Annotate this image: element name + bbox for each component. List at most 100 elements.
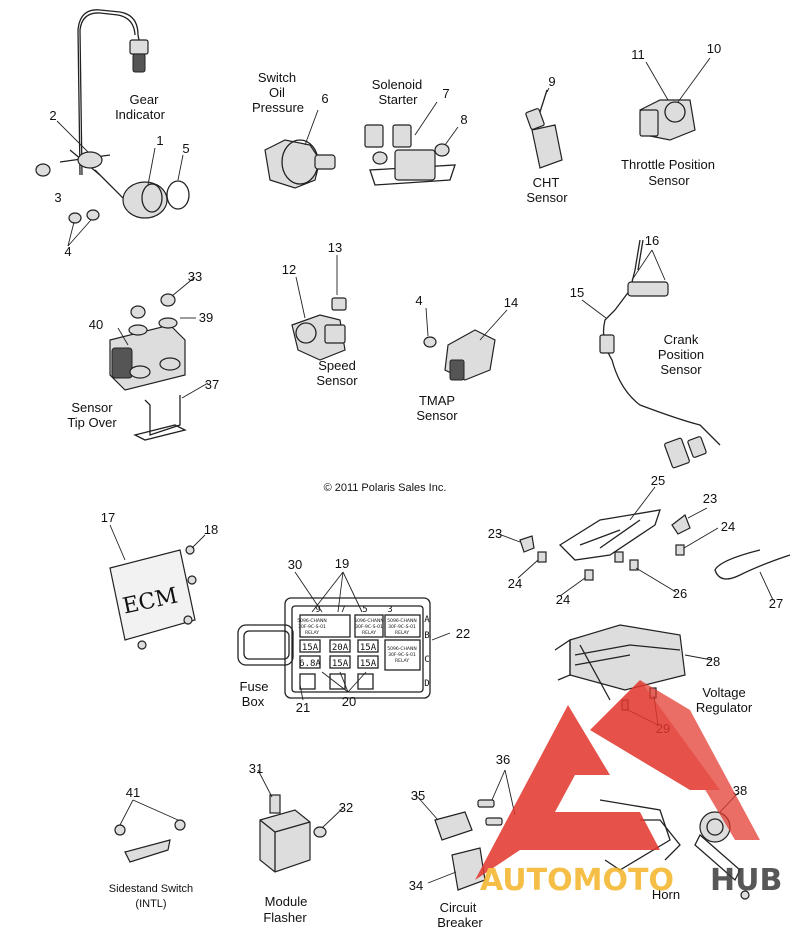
callout-4a: 4 xyxy=(64,244,71,259)
callout-32: 32 xyxy=(339,800,353,815)
label-cht-sensor-1: CHT xyxy=(533,175,560,190)
callout-15: 15 xyxy=(570,285,584,300)
relay-1-line-1: 5096-CHANN xyxy=(297,618,326,624)
solenoid-starter-part xyxy=(364,101,456,186)
callout-18: 18 xyxy=(204,522,218,537)
callout-2: 2 xyxy=(49,108,56,123)
callout-3: 3 xyxy=(54,190,61,205)
label-speed-sensor-2: Sensor xyxy=(316,373,358,388)
callout-34: 34 xyxy=(409,878,423,893)
horn-part xyxy=(599,799,750,900)
relay-2-line-1: 5096-CHANN xyxy=(354,618,383,624)
callout-31: 31 xyxy=(249,761,263,776)
ecm-part: ECM xyxy=(109,545,197,650)
callout-28: 28 xyxy=(706,654,720,669)
speed-sensor-part xyxy=(291,276,347,361)
fuse-row-a: A xyxy=(424,615,430,625)
label-sensor-tip-over-2: Tip Over xyxy=(67,415,117,430)
callout-22: 22 xyxy=(456,626,470,641)
label-crank-position-sensor-2: Position xyxy=(658,347,704,362)
relay-1-line-3: RELAY xyxy=(305,630,319,636)
callout-19: 19 xyxy=(335,556,349,571)
fuse-1: 15A xyxy=(302,643,319,653)
label-sidestand-switch-1: Sidestand Switch xyxy=(109,883,193,895)
label-cht-sensor-2: Sensor xyxy=(526,190,568,205)
part-labels: Gear Indicator Switch Oil Pressure Solen… xyxy=(67,70,753,930)
watermark-word-2: HUB xyxy=(710,863,782,898)
fuse-3: 15A xyxy=(360,643,377,653)
watermark-word-1: AUTOMOTO xyxy=(480,863,674,898)
callout-37: 37 xyxy=(205,377,219,392)
callout-40: 40 xyxy=(89,317,103,332)
label-speed-sensor-1: Speed xyxy=(318,358,356,373)
label-gear-indicator-1: Gear xyxy=(130,92,160,107)
fuse-box-part xyxy=(237,597,431,699)
copyright: © 2011 Polaris Sales Inc. xyxy=(324,482,447,494)
relay-2-line-2: 30F-9C-S-01 xyxy=(355,624,383,630)
callout-10: 10 xyxy=(707,41,721,56)
relay-3-line-1: 5096-CHANN xyxy=(387,618,416,624)
label-switch-oil-pressure-3: Pressure xyxy=(252,100,304,115)
relay-3-line-2: 30F-9C-S-01 xyxy=(388,624,416,630)
fuse-row-c: C xyxy=(424,655,429,665)
label-fuse-box-1: Fuse xyxy=(240,679,269,694)
label-switch-oil-pressure-2: Oil xyxy=(269,85,285,100)
label-voltage-regulator-1: Voltage xyxy=(702,685,745,700)
callout-16: 16 xyxy=(645,233,659,248)
label-tmap-sensor-1: TMAP xyxy=(419,393,455,408)
label-fuse-box-2: Box xyxy=(242,694,265,709)
fuse-row-b: B xyxy=(424,631,429,641)
callout-24b: 24 xyxy=(556,592,570,607)
label-circuit-breaker-2: Breaker xyxy=(437,915,483,930)
watermark-logo: AUTOMOTO HUB xyxy=(475,680,782,898)
callout-35: 35 xyxy=(411,788,425,803)
callout-7: 7 xyxy=(442,86,449,101)
bracket-part xyxy=(519,509,791,581)
fuse-2: 20A xyxy=(332,643,349,653)
callout-5: 5 xyxy=(182,141,189,156)
label-crank-position-sensor-3: Sensor xyxy=(660,362,702,377)
label-solenoid-starter-2: Starter xyxy=(378,92,418,107)
callout-4b: 4 xyxy=(415,293,422,308)
callout-13: 13 xyxy=(328,240,342,255)
callout-41: 41 xyxy=(126,785,140,800)
relay-1-line-2: 30F-9C-S-01 xyxy=(298,624,326,630)
gear-indicator-part xyxy=(35,9,190,224)
callout-12: 12 xyxy=(282,262,296,277)
relay-4-line-2: 30F-9C-S-01 xyxy=(388,652,416,658)
label-module-flasher-1: Module xyxy=(265,894,308,909)
callout-24c: 24 xyxy=(721,519,735,534)
fuse-4: 6.8A xyxy=(299,659,321,669)
fuse-col-5: 5 xyxy=(362,605,367,615)
fuse-col-3: 3 xyxy=(387,605,392,615)
label-crank-position-sensor-1: Crank xyxy=(664,332,699,347)
callout-9: 9 xyxy=(548,74,555,89)
callout-8: 8 xyxy=(460,112,467,127)
label-sensor-tip-over-1: Sensor xyxy=(71,400,113,415)
label-voltage-regulator-2: Regulator xyxy=(696,700,753,715)
callout-39: 39 xyxy=(199,310,213,325)
sidestand-switch-part xyxy=(114,799,186,863)
label-solenoid-starter-1: Solenoid xyxy=(372,77,423,92)
callout-26: 26 xyxy=(673,586,687,601)
cht-sensor-part xyxy=(525,89,563,169)
label-gear-indicator-2: Indicator xyxy=(115,107,166,122)
fuse-col-7: 7 xyxy=(340,605,345,615)
label-tmap-sensor-2: Sensor xyxy=(416,408,458,423)
callout-14: 14 xyxy=(504,295,518,310)
callout-6: 6 xyxy=(321,91,328,106)
leader-lines xyxy=(56,87,774,884)
callout-36: 36 xyxy=(496,752,510,767)
label-throttle-position-sensor-1: Throttle Position xyxy=(621,157,715,172)
fuse-row-d: D xyxy=(424,679,429,689)
callout-17: 17 xyxy=(101,510,115,525)
callout-27: 27 xyxy=(769,596,783,611)
fuse-col-9: 9 xyxy=(315,605,320,615)
callout-20: 20 xyxy=(342,694,356,709)
relay-2-line-3: RELAY xyxy=(362,630,376,636)
relay-3-line-3: RELAY xyxy=(395,630,409,636)
callout-24a: 24 xyxy=(508,576,522,591)
throttle-position-sensor-part xyxy=(639,57,711,141)
callout-23a: 23 xyxy=(488,526,502,541)
